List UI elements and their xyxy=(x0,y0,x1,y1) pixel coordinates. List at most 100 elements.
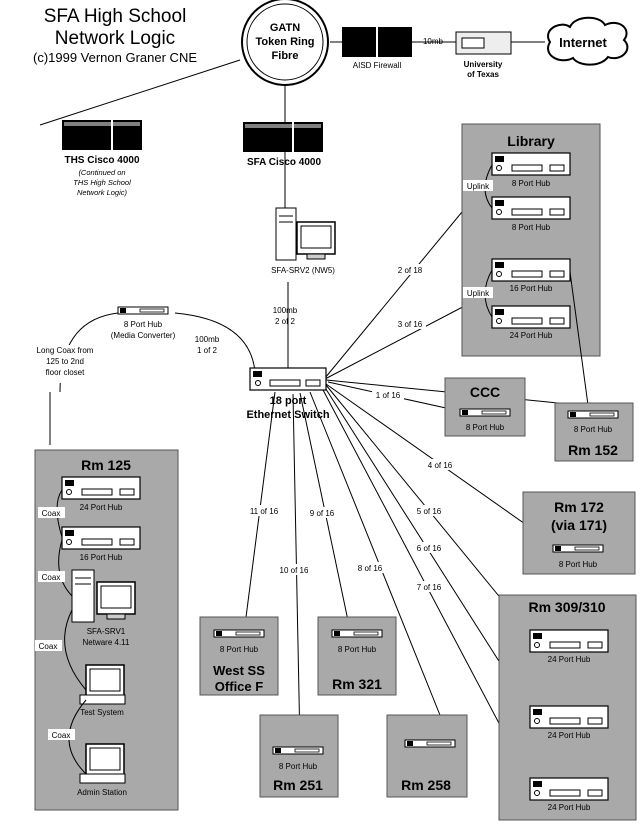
header: SFA High School Network Logic (c)1999 Ve… xyxy=(20,6,210,66)
rm152-title: Rm 152 xyxy=(568,442,618,458)
rm309-hub-2-label: 24 Port Hub xyxy=(548,731,591,740)
sfa-cisco-label: SFA Cisco 4000 xyxy=(247,157,322,168)
ths-cisco-label: THS Cisco 4000 xyxy=(64,155,139,166)
internet-cloud-icon: Internet xyxy=(547,16,629,66)
rm309-title: Rm 309/310 xyxy=(528,599,605,615)
rm152-panel: 8 Port Hub Rm 152 xyxy=(554,402,634,462)
firewall-label: AISD Firewall xyxy=(353,61,402,70)
rm125-hub16-label: 16 Port Hub xyxy=(80,553,123,562)
ut-device: University of Texas xyxy=(455,31,512,79)
gatn-ring: GATN Token Ring Fibre xyxy=(241,0,329,86)
sfa-srv2-server: SFA-SRV2 (NW5) xyxy=(271,207,336,275)
ut-label-1: University xyxy=(464,60,503,69)
switch-label-2: Ethernet Switch xyxy=(246,409,329,421)
library-uplink-1: Uplink xyxy=(467,182,490,191)
rm125-coax-1: Coax xyxy=(42,509,61,518)
library-link-2: 3 of 16 xyxy=(398,320,423,329)
gatn-label-3: Fibre xyxy=(272,50,299,62)
srv2-link-2: 2 of 2 xyxy=(275,317,296,326)
rm321-link: 9 of 16 xyxy=(310,509,335,518)
rm152-hub-label: 8 Port Hub xyxy=(574,425,613,434)
rm125-title: Rm 125 xyxy=(81,457,131,473)
rm309-hub-3-label: 24 Port Hub xyxy=(548,803,591,812)
library-link-1: 2 of 18 xyxy=(398,266,423,275)
library-hub-3: 16 Port Hub xyxy=(491,258,571,293)
rm172-hub-label: 8 Port Hub xyxy=(559,560,598,569)
link-10mb: 10mb xyxy=(423,37,444,46)
diagram-title-line2: Network Logic xyxy=(54,28,176,49)
rm125-admin-label: Admin Station xyxy=(77,788,127,797)
ccc-hub-label: 8 Port Hub xyxy=(466,423,505,432)
rm125-hub24-label: 24 Port Hub xyxy=(80,503,123,512)
rm251-hub-label: 8 Port Hub xyxy=(279,762,318,771)
rm125-admin-station xyxy=(79,743,126,784)
rm125-test-label: Test System xyxy=(80,708,124,717)
rm125-panel: Rm 125 24 Port Hub 16 Port Hub SFA-SRV1 … xyxy=(34,449,179,811)
library-hub-4: 24 Port Hub xyxy=(491,305,571,340)
rm258-link: 8 of 16 xyxy=(358,564,383,573)
ths-cisco-router: THS Cisco 4000 (Continued on THS High Sc… xyxy=(62,120,142,197)
library-hub-2-label: 8 Port Hub xyxy=(512,223,551,232)
rm172-title-1: Rm 172 xyxy=(554,499,604,515)
coax-note-2: 125 to 2nd xyxy=(46,357,84,366)
media-converter-hub: 8 Port Hub (Media Converter) xyxy=(111,306,176,340)
link-labels: 2 of 18 3 of 16 1 of 16 4 of 16 5 of 16 … xyxy=(246,264,456,592)
srv2-label: SFA-SRV2 (NW5) xyxy=(271,266,335,275)
library-uplink-2: Uplink xyxy=(467,289,490,298)
rm251-title: Rm 251 xyxy=(273,777,323,793)
rm125-coax-4: Coax xyxy=(52,731,71,740)
media-link-2: 1 of 2 xyxy=(197,346,218,355)
rm309-link-2: 6 of 16 xyxy=(417,544,442,553)
rm251-panel: 8 Port Hub Rm 251 xyxy=(259,714,339,798)
internet-label: Internet xyxy=(559,35,607,50)
library-hub-3-label: 16 Port Hub xyxy=(510,284,553,293)
rm125-srv1-label-2: Netware 4.11 xyxy=(83,638,131,647)
rm258-panel: Rm 258 xyxy=(386,714,468,798)
westss-panel: 8 Port Hub West SS Office F xyxy=(199,616,279,696)
ths-note-2: THS High School xyxy=(73,178,131,187)
rm172-title-2: (via 171) xyxy=(551,517,607,533)
copyright: (c)1999 Vernon Graner CNE xyxy=(32,50,198,65)
rm309-link-1: 5 of 16 xyxy=(417,507,442,516)
rm125-coax-2: Coax xyxy=(42,573,61,582)
rm125-srv1-label-1: SFA-SRV1 xyxy=(87,627,126,636)
library-title: Library xyxy=(507,133,555,149)
rm258-title: Rm 258 xyxy=(401,777,451,793)
rm172-link: 4 of 16 xyxy=(428,461,453,470)
ths-note-1: (Continued on xyxy=(78,168,125,177)
westss-link: 11 of 16 xyxy=(250,507,279,516)
rm321-title: Rm 321 xyxy=(332,676,382,692)
rm125-coax-3: Coax xyxy=(39,642,58,651)
rm251-link: 10 of 16 xyxy=(280,566,309,575)
rm309-panel: Rm 309/310 24 Port Hub 24 Port Hub 24 Po… xyxy=(498,594,637,821)
media-link-1: 100mb xyxy=(195,335,220,344)
rm309-link-3: 7 of 16 xyxy=(417,583,442,592)
library-hub-1: 8 Port Hub xyxy=(491,152,571,188)
ccc-title: CCC xyxy=(470,384,500,400)
gatn-label-2: Token Ring xyxy=(255,36,314,48)
ccc-panel: CCC 8 Port Hub xyxy=(444,377,526,437)
coax-note-3: floor closet xyxy=(46,368,85,377)
ccc-link: 1 of 16 xyxy=(376,391,401,400)
rm125-test-system xyxy=(79,664,126,705)
ths-note-3: Network Logic) xyxy=(77,188,128,197)
library-hub-4-label: 24 Port Hub xyxy=(510,331,553,340)
westss-hub-label: 8 Port Hub xyxy=(220,645,259,654)
westss-title-2: Office F xyxy=(215,679,263,694)
library-panel: Library 8 Port Hub 8 Port Hub 16 Port Hu… xyxy=(461,123,601,406)
rm321-panel: 8 Port Hub Rm 321 xyxy=(317,616,397,696)
coax-note-1: Long Coax from xyxy=(37,346,94,355)
rm321-hub-label: 8 Port Hub xyxy=(338,645,377,654)
library-hub-1-label: 8 Port Hub xyxy=(512,179,551,188)
srv2-link-1: 100mb xyxy=(273,306,298,315)
rm309-hub-1-label: 24 Port Hub xyxy=(548,655,591,664)
rm172-panel: Rm 172 (via 171) 8 Port Hub xyxy=(522,491,636,575)
media-label-1: 8 Port Hub xyxy=(124,320,163,329)
westss-title-1: West SS xyxy=(213,663,265,678)
ut-label-2: of Texas xyxy=(467,70,499,79)
media-label-2: (Media Converter) xyxy=(111,331,176,340)
aisd-firewall: AISD Firewall xyxy=(342,27,412,70)
switch-label-1: 18 port xyxy=(270,395,307,407)
